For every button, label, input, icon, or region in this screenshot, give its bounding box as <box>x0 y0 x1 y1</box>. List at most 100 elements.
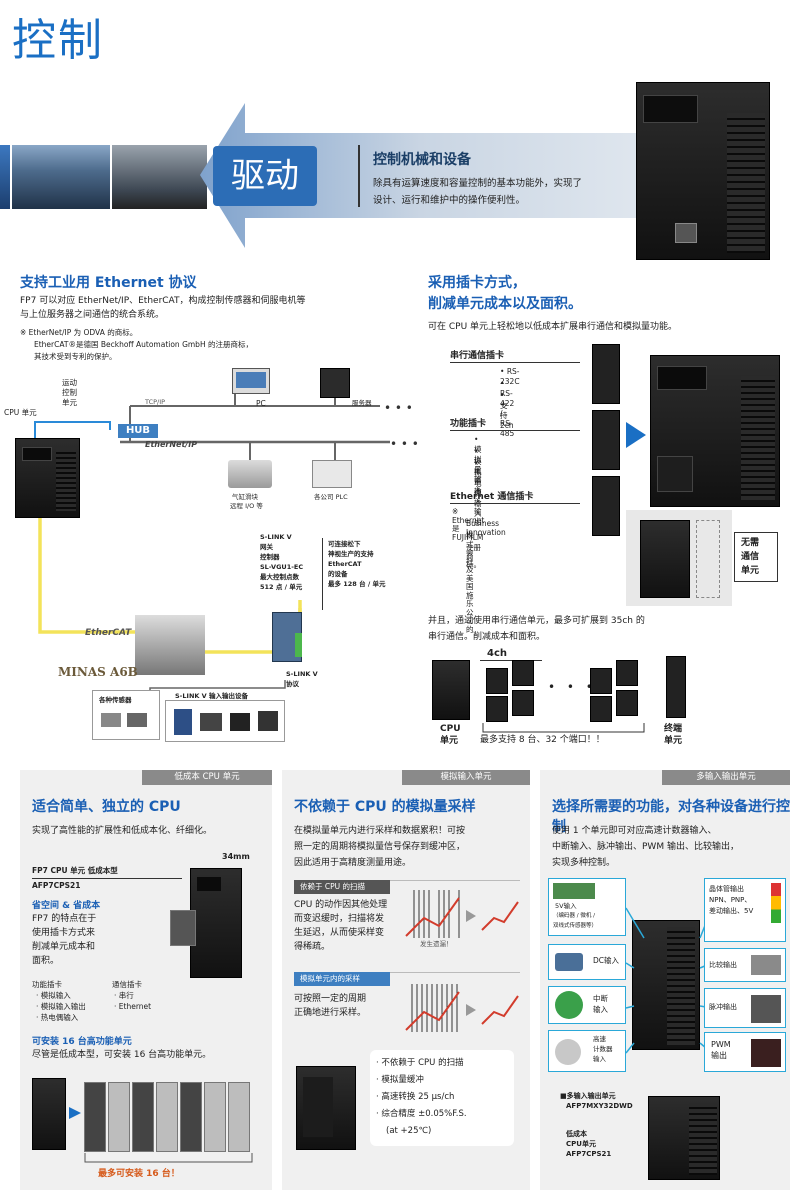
plugin-heading-1: 采用插卡方式， <box>428 275 526 291</box>
ethernet-note-1: ※ EtherNet/IP 为 ODVA 的商标。 <box>20 328 138 337</box>
card2-features: · 不依赖于 CPU 的扫描 · 模拟量缓冲 · 高速转换 25 μs/ch ·… <box>370 1050 514 1146</box>
eth-title: Ethernet 通信插卡 <box>450 492 534 502</box>
cpu-label-2: 单元 <box>440 736 459 746</box>
eth-note-2: Business Innovation <box>466 519 506 537</box>
card3-hscount-3: 输入 <box>593 1055 606 1063</box>
card2-heading: 不依赖于 CPU 的模拟量采样 <box>294 799 476 815</box>
svg-text:• • •: • • • <box>390 437 419 451</box>
eth-note-4: 注册商标。 <box>466 543 481 569</box>
card3-5v-box: 5V输入 （编码器 / 微机 / 双线式传感器等） <box>548 878 626 936</box>
banner-heading: 控制机械和设备 <box>373 152 471 168</box>
ethernet-line-2: 与上位服务器之间通信的统合系统。 <box>20 310 165 320</box>
card3-hscount-box: 高速 计数器 输入 <box>548 1030 626 1072</box>
card3-bottom-image <box>648 1096 720 1180</box>
card3-transistor-box: 晶体管输出 NPN、PNP、 差动输出、5V <box>704 878 786 942</box>
plc-image <box>312 460 352 488</box>
slink-proto-2: 协议 <box>286 680 299 688</box>
card1-cpu-image <box>190 868 242 978</box>
card2-box1-2: 而变迟缓时，扫描将发 <box>294 914 385 924</box>
hub-box: HUB <box>118 424 158 438</box>
slink-1: S-LINK V <box>260 533 292 541</box>
pc-label: PC <box>256 399 266 408</box>
serial-unit-3 <box>512 660 534 686</box>
slink-2: 网关 <box>260 543 273 551</box>
card3-pulse: 脉冲输出 <box>709 1003 737 1011</box>
connect-3: EtherCAT <box>328 560 362 568</box>
cpu-small-image <box>432 660 470 720</box>
connect-2: 神视生产的支持 <box>328 550 374 558</box>
card3-interrupt-1: 中断 <box>593 994 608 1003</box>
slink-4: SL-VGU1-EC <box>260 563 304 571</box>
card3-tag: 多输入输出单元 <box>662 770 790 785</box>
card2-chart1 <box>405 890 519 938</box>
card3-pulse-box: 脉冲输出 <box>704 988 786 1028</box>
max-label: 最多支持 8 台、32 个端口！！ <box>480 735 605 745</box>
card-low-cost-cpu: 低成本 CPU 单元 适合简单、独立的 CPU 实现了高性能的扩展性和低成本化、… <box>20 770 272 1190</box>
card2-box1-3: 生延迟，从而使采样变 <box>294 928 385 938</box>
card1-save-1: FP7 的特点在于 <box>32 914 97 924</box>
card1-comm-1: 串行 <box>118 991 134 1000</box>
card1-install-title: 可安装 16 台高功能单元 <box>32 1037 132 1047</box>
card2-desc-3: 因此适用于高精度测量用途。 <box>294 858 412 868</box>
card1-save-4: 面积。 <box>32 956 60 966</box>
card3-transistor-1: 晶体管输出 <box>709 885 744 893</box>
minas-label: MINAS A6B <box>58 665 138 679</box>
tcpip-label: TCP/IP <box>145 398 166 406</box>
func-title: 功能插卡 <box>450 419 487 429</box>
card2-box2-title: 模拟单元内的采样 <box>294 972 390 986</box>
card2-feat-5: (at +25℃) <box>386 1126 432 1136</box>
term-label-2: 单元 <box>664 736 683 746</box>
sensors-label: 各种传感器 <box>99 696 132 704</box>
card3-5v-3: 双线式传感器等） <box>553 923 598 929</box>
sensors-box: 各种传感器 <box>92 690 160 740</box>
slink-6: 512 点 / 单元 <box>260 583 303 591</box>
card1-func-title: 功能插卡 <box>32 980 62 989</box>
card1-arrow-icon <box>69 1107 81 1119</box>
eth-card-image <box>592 476 620 536</box>
card2-desc-2: 照一定的周期将模拟量信号保存到缓冲区， <box>294 842 466 852</box>
connect-1: 可连接松下 <box>328 540 361 548</box>
serial-unit-6 <box>590 696 612 722</box>
serial-title: 串行通信插卡 <box>450 351 505 361</box>
card1-heading: 适合简单、独立的 CPU <box>32 799 181 815</box>
server-label: 服务器 <box>352 399 372 407</box>
cpu-label-1: CPU <box>440 724 461 734</box>
expand-line-2: 串行通信。削减成本和面积。 <box>428 632 546 642</box>
slink-5: 最大控制点数 <box>260 573 299 581</box>
card3-model-5: AFP7CPS21 <box>566 1150 612 1158</box>
card3-desc-1: 使用 1 个单元即可对应高速计数器输入、 <box>552 826 717 836</box>
serial-item-2: RS-422 / RS-485 <box>500 389 515 438</box>
no-comm-box: 无需 通信 单元 <box>734 532 778 582</box>
banner-desc-2: 设计、运行和维护中的操作便利性。 <box>373 195 526 206</box>
card2-feat-3: 高速转换 25 μs/ch <box>381 1092 455 1102</box>
card3-desc-3: 实现多种控制。 <box>552 858 616 868</box>
small-cpu-image <box>640 520 690 598</box>
card2-box2-2: 正确地进行采样。 <box>294 1008 367 1018</box>
slink-gateway-image <box>272 612 302 662</box>
card2-box1-4: 得稀疏。 <box>294 942 331 952</box>
page-title: 控制 <box>12 15 104 66</box>
card3-model-3: 低成本 <box>566 1130 587 1138</box>
cpu-with-cards-image <box>650 355 780 507</box>
card1-desc: 实现了高性能的扩展性和低成本化、纤细化。 <box>32 826 213 836</box>
slink-io-box <box>165 700 285 742</box>
card3-transistor-3: 差动输出、5V <box>709 907 754 915</box>
card3-dc-box: DC输入 <box>548 944 626 980</box>
valve-image <box>228 460 272 488</box>
card3-hscount-2: 计数器 <box>593 1045 613 1053</box>
card3-model-1: ■多输入输出单元 <box>560 1092 616 1100</box>
terminal-unit-image <box>666 656 686 718</box>
card3-model-4: CPU单元 <box>566 1140 596 1148</box>
factory-photo <box>112 145 207 209</box>
card1-plugin-image <box>170 910 196 946</box>
card3-pwm-1: PWM <box>711 1040 731 1049</box>
term-label-1: 终端 <box>664 724 683 734</box>
card2-feat-2: 模拟量缓冲 <box>381 1075 424 1085</box>
card2-chart2 <box>405 984 519 1032</box>
serial-unit-8 <box>616 690 638 716</box>
card1-tag: 低成本 CPU 单元 <box>142 770 272 785</box>
network-diagram: • • • • • • <box>34 394 419 700</box>
card2-tag: 模拟输入单元 <box>402 770 530 785</box>
card3-heading: 选择所需要的功能，对各种设备进行控制 <box>552 799 790 835</box>
motion-label-3: 单元 <box>62 398 77 407</box>
